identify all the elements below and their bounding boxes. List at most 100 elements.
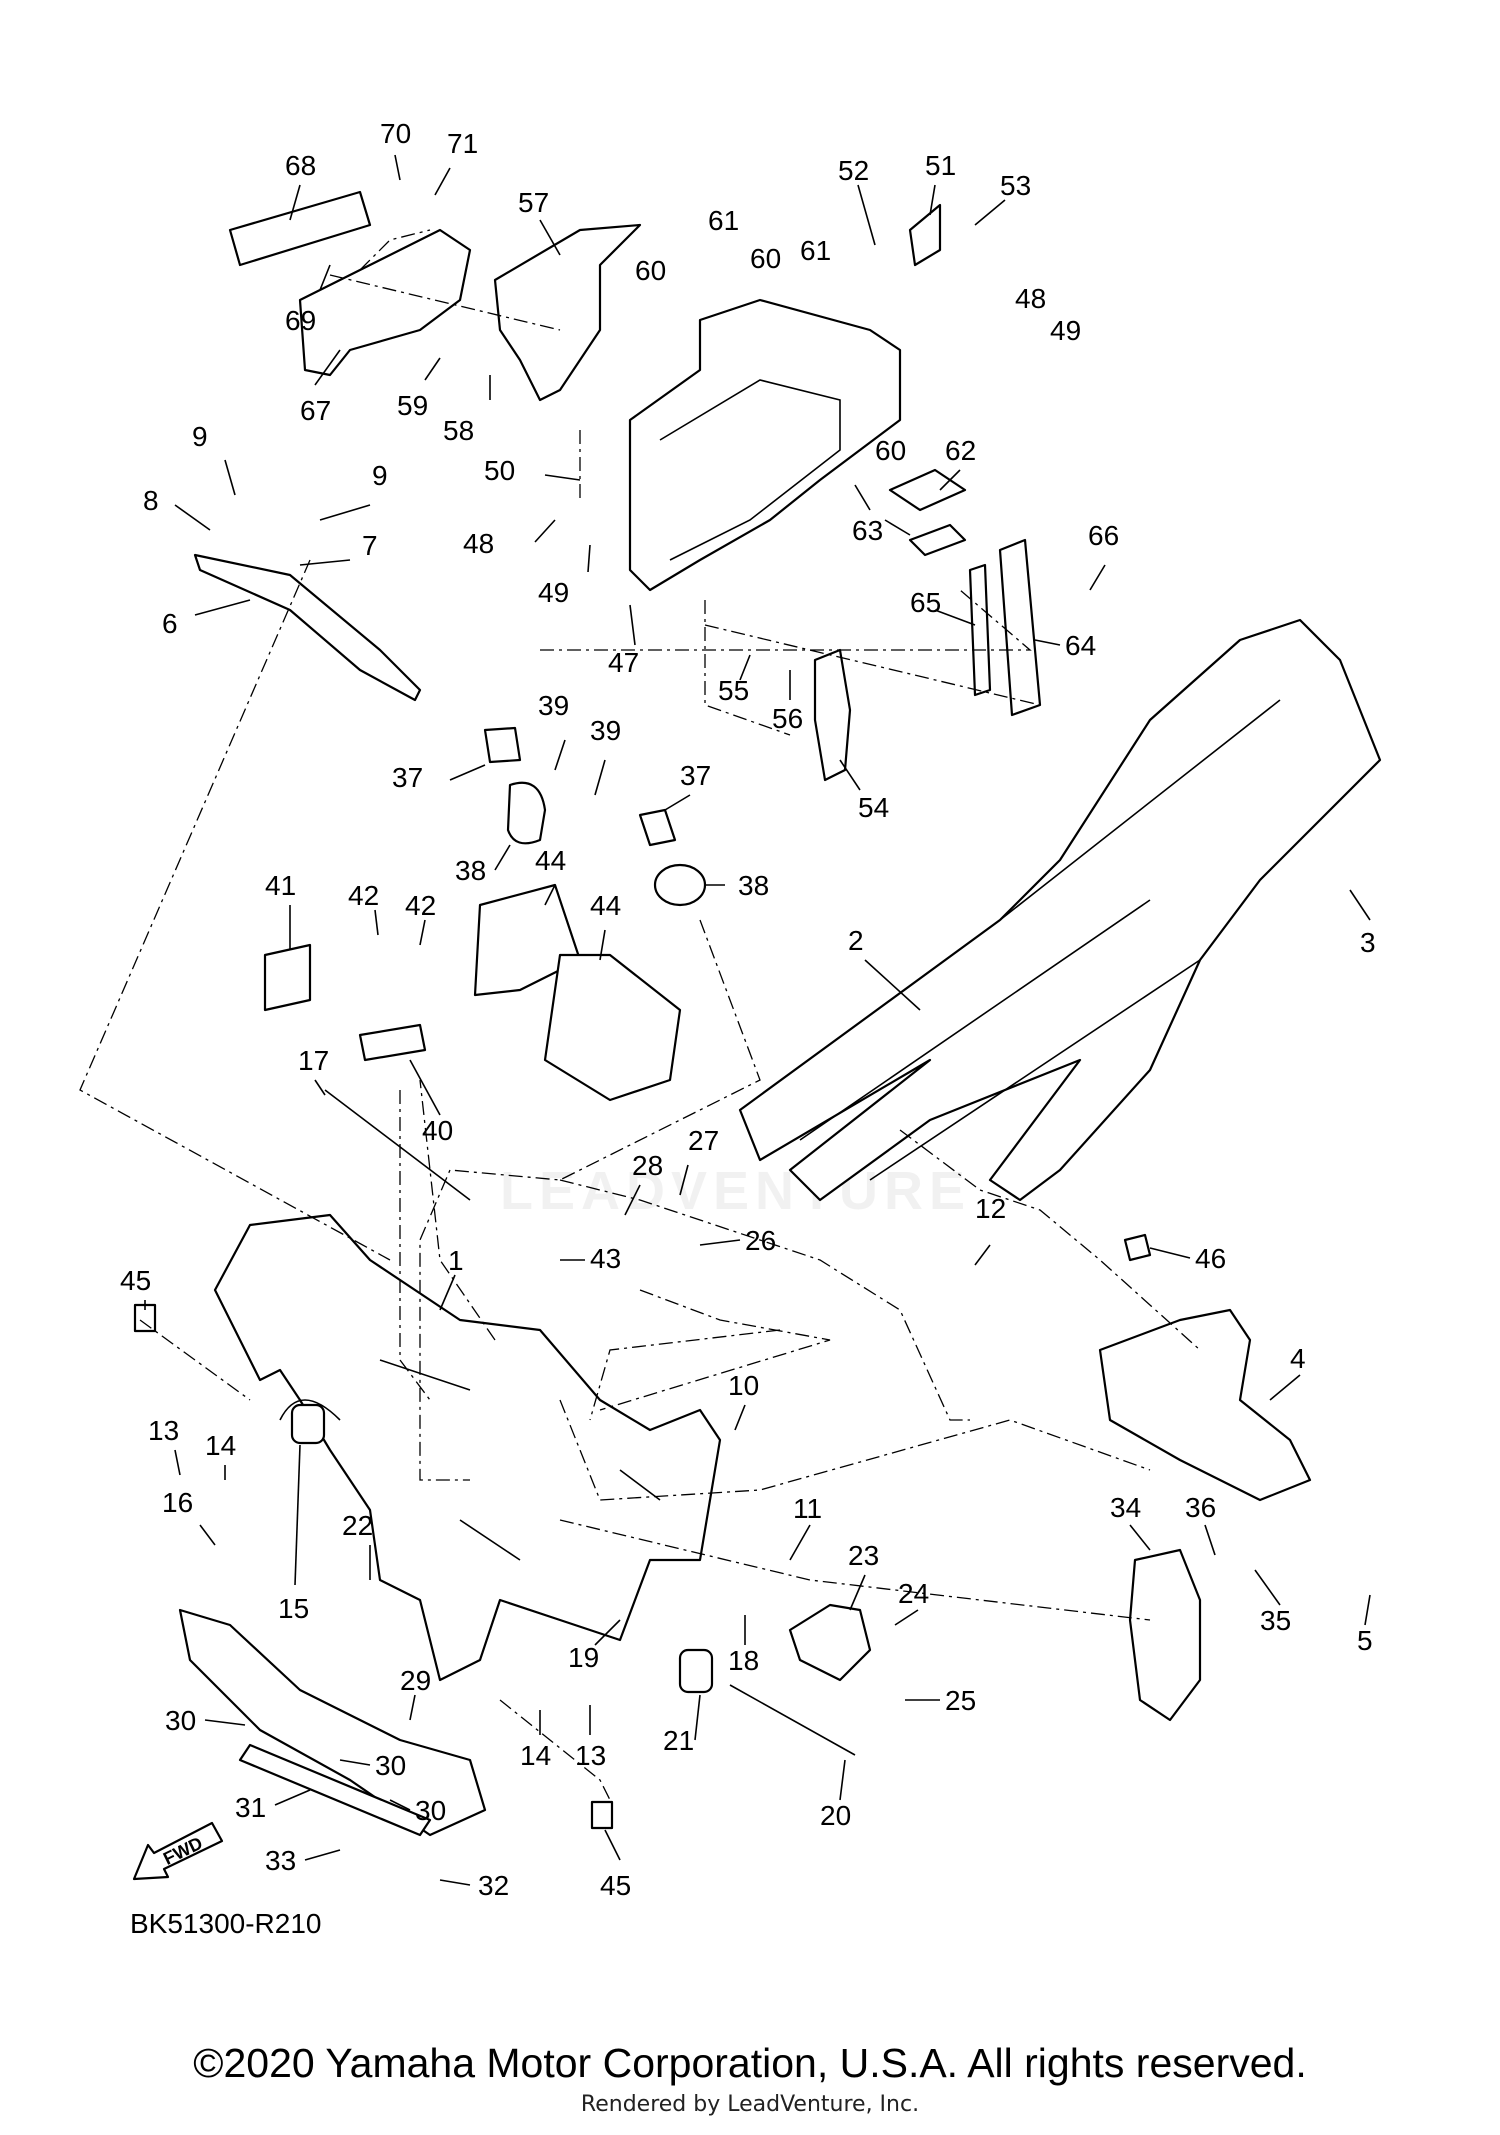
callout-46: 46 xyxy=(1195,1243,1226,1274)
callout-43: 43 xyxy=(590,1243,621,1274)
callout-22: 22 xyxy=(342,1510,373,1541)
callout-51: 51 xyxy=(925,150,956,181)
part-47-inner xyxy=(659,379,841,561)
callout-58: 58 xyxy=(443,415,474,446)
watermark: LEADVENTURE xyxy=(500,1161,972,1221)
part-67-bracket xyxy=(298,228,472,377)
callout-39b: 39 xyxy=(590,715,621,746)
callout-25: 25 xyxy=(945,1685,976,1716)
forward-arrow-icon: FWD xyxy=(132,1821,224,1881)
part-46-tag xyxy=(1123,1233,1152,1262)
callout-20: 20 xyxy=(820,1800,851,1831)
callout-70: 70 xyxy=(380,118,411,149)
callout-54: 54 xyxy=(858,792,889,823)
callout-13a: 13 xyxy=(148,1415,179,1446)
part-38-cap-b xyxy=(653,863,707,907)
callout-14a: 14 xyxy=(205,1430,236,1461)
callout-48a: 48 xyxy=(1015,283,1046,314)
callout-56: 56 xyxy=(772,703,803,734)
callout-68: 68 xyxy=(285,150,316,181)
callout-42a: 42 xyxy=(348,880,379,911)
callout-28: 28 xyxy=(632,1150,663,1181)
callout-67: 67 xyxy=(300,395,331,426)
callout-30b: 30 xyxy=(375,1750,406,1781)
part-20-bolt xyxy=(729,1684,856,1756)
callout-40: 40 xyxy=(422,1115,453,1146)
callout-12: 12 xyxy=(975,1193,1006,1224)
callout-57: 57 xyxy=(518,187,549,218)
callout-18: 18 xyxy=(728,1645,759,1676)
callout-66: 66 xyxy=(1088,520,1119,551)
callout-13b: 13 xyxy=(575,1740,606,1771)
part-51-bracket xyxy=(908,203,942,267)
part-15-collar xyxy=(290,1403,326,1445)
part-65-strap xyxy=(968,563,992,697)
part-37-bracket-b xyxy=(638,808,677,847)
callout-2: 2 xyxy=(848,925,864,956)
callout-59: 59 xyxy=(397,390,428,421)
part-2-rails xyxy=(799,699,1281,1181)
callout-44b: 44 xyxy=(590,890,621,921)
callout-9b: 9 xyxy=(372,460,388,491)
callout-49b: 49 xyxy=(538,577,569,608)
callout-69: 69 xyxy=(285,305,316,336)
callout-32: 32 xyxy=(478,1870,509,1901)
callout-19: 19 xyxy=(568,1642,599,1673)
callout-38b: 38 xyxy=(738,870,769,901)
callout-11: 11 xyxy=(793,1493,822,1524)
callout-9a: 9 xyxy=(192,421,208,452)
part-2-rear-frame xyxy=(738,618,1382,1202)
callout-39a: 39 xyxy=(538,690,569,721)
callout-60a: 60 xyxy=(635,255,666,286)
part-64-strap xyxy=(998,538,1042,717)
part-29-cover xyxy=(178,1608,487,1837)
callout-24: 24 xyxy=(898,1578,929,1609)
callout-41: 41 xyxy=(265,870,296,901)
callout-26: 26 xyxy=(745,1225,776,1256)
part-47-battery-box xyxy=(628,298,902,592)
callout-1: 1 xyxy=(448,1245,464,1276)
part-6-stay xyxy=(193,553,422,702)
callout-65: 65 xyxy=(910,587,941,618)
callout-10: 10 xyxy=(728,1370,759,1401)
render-credit: Rendered by LeadVenture, Inc. xyxy=(580,2092,920,2117)
callout-45b: 45 xyxy=(600,1870,631,1901)
assembly-lines xyxy=(79,229,1201,1801)
callout-61a: 61 xyxy=(708,205,739,236)
callout-42b: 42 xyxy=(405,890,436,921)
callout-37a: 37 xyxy=(392,762,423,793)
part-57-bracket xyxy=(493,223,642,402)
callout-71: 71 xyxy=(447,128,478,159)
part-54-bracket xyxy=(813,648,852,782)
callout-4: 4 xyxy=(1290,1343,1306,1374)
callout-61b: 61 xyxy=(800,235,831,266)
callout-23: 23 xyxy=(848,1540,879,1571)
callout-30a: 30 xyxy=(165,1705,196,1736)
part-outlines xyxy=(133,190,1382,1837)
part-45-tag-b xyxy=(590,1800,614,1830)
callout-52: 52 xyxy=(838,155,869,186)
part-62-strip xyxy=(888,468,967,512)
part-38-cap-a xyxy=(506,781,547,845)
callout-60c: 60 xyxy=(875,435,906,466)
callout-60b: 60 xyxy=(750,243,781,274)
callout-62: 62 xyxy=(945,435,976,466)
callout-48b: 48 xyxy=(463,528,494,559)
exploded-parts-diagram: 70 71 68 57 52 51 53 61 60 61 60 48 49 6… xyxy=(79,118,1382,1901)
callout-labels: 70 71 68 57 52 51 53 61 60 61 60 48 49 6… xyxy=(120,118,1376,1901)
callout-45a: 45 xyxy=(120,1265,151,1296)
part-63-pad xyxy=(908,523,967,557)
part-41-bracket xyxy=(263,943,312,1012)
part-68-pad xyxy=(228,190,372,267)
callout-31: 31 xyxy=(235,1792,266,1823)
diagram-code: BK51300-R210 xyxy=(130,1908,322,1939)
part-21-collar xyxy=(678,1648,714,1694)
part-4-bracket xyxy=(1098,1308,1312,1502)
callout-38a: 38 xyxy=(455,855,486,886)
part-34-guard xyxy=(1128,1548,1202,1722)
copyright-notice: ©2020 Yamaha Motor Corporation, U.S.A. A… xyxy=(193,2040,1307,2086)
callout-47: 47 xyxy=(608,647,639,678)
part-37-bracket-a xyxy=(483,726,522,764)
part-40-block xyxy=(358,1023,427,1062)
callout-5: 5 xyxy=(1357,1625,1373,1656)
